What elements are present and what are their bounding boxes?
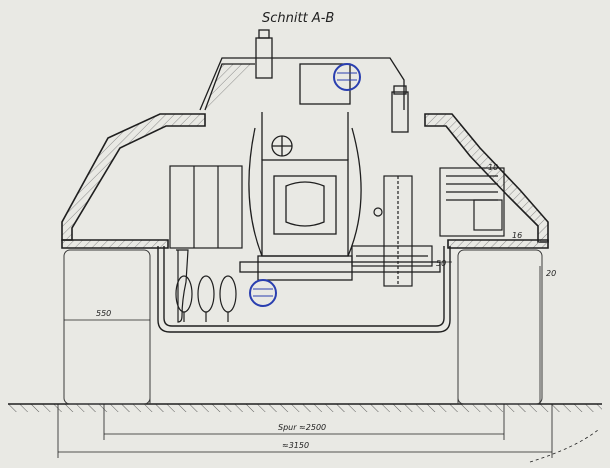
dim-20: 20 [546, 269, 556, 278]
elevation-mechanism [351, 175, 433, 287]
stamp-top [333, 63, 361, 91]
dim-550: 550 [96, 309, 111, 318]
dim-50: 50 [436, 259, 446, 268]
wheel-outlines [63, 249, 543, 405]
ground-line [8, 403, 602, 412]
dim-overall: ≈3150 [282, 441, 309, 450]
gun-mount [239, 112, 441, 281]
dim-track: Spur ≈2500 [278, 423, 326, 432]
fighting-compartment [157, 246, 451, 333]
dim-10: 10 [488, 163, 498, 172]
storage-box [439, 167, 505, 237]
dim-16: 16 [512, 231, 522, 240]
stamp-bottom [249, 279, 277, 307]
dimension-lines [57, 261, 599, 463]
hull-outline [61, 113, 549, 249]
ammo-rack [169, 165, 243, 323]
cupola [199, 29, 409, 133]
drawing-title: Schnitt A-B [262, 11, 334, 26]
